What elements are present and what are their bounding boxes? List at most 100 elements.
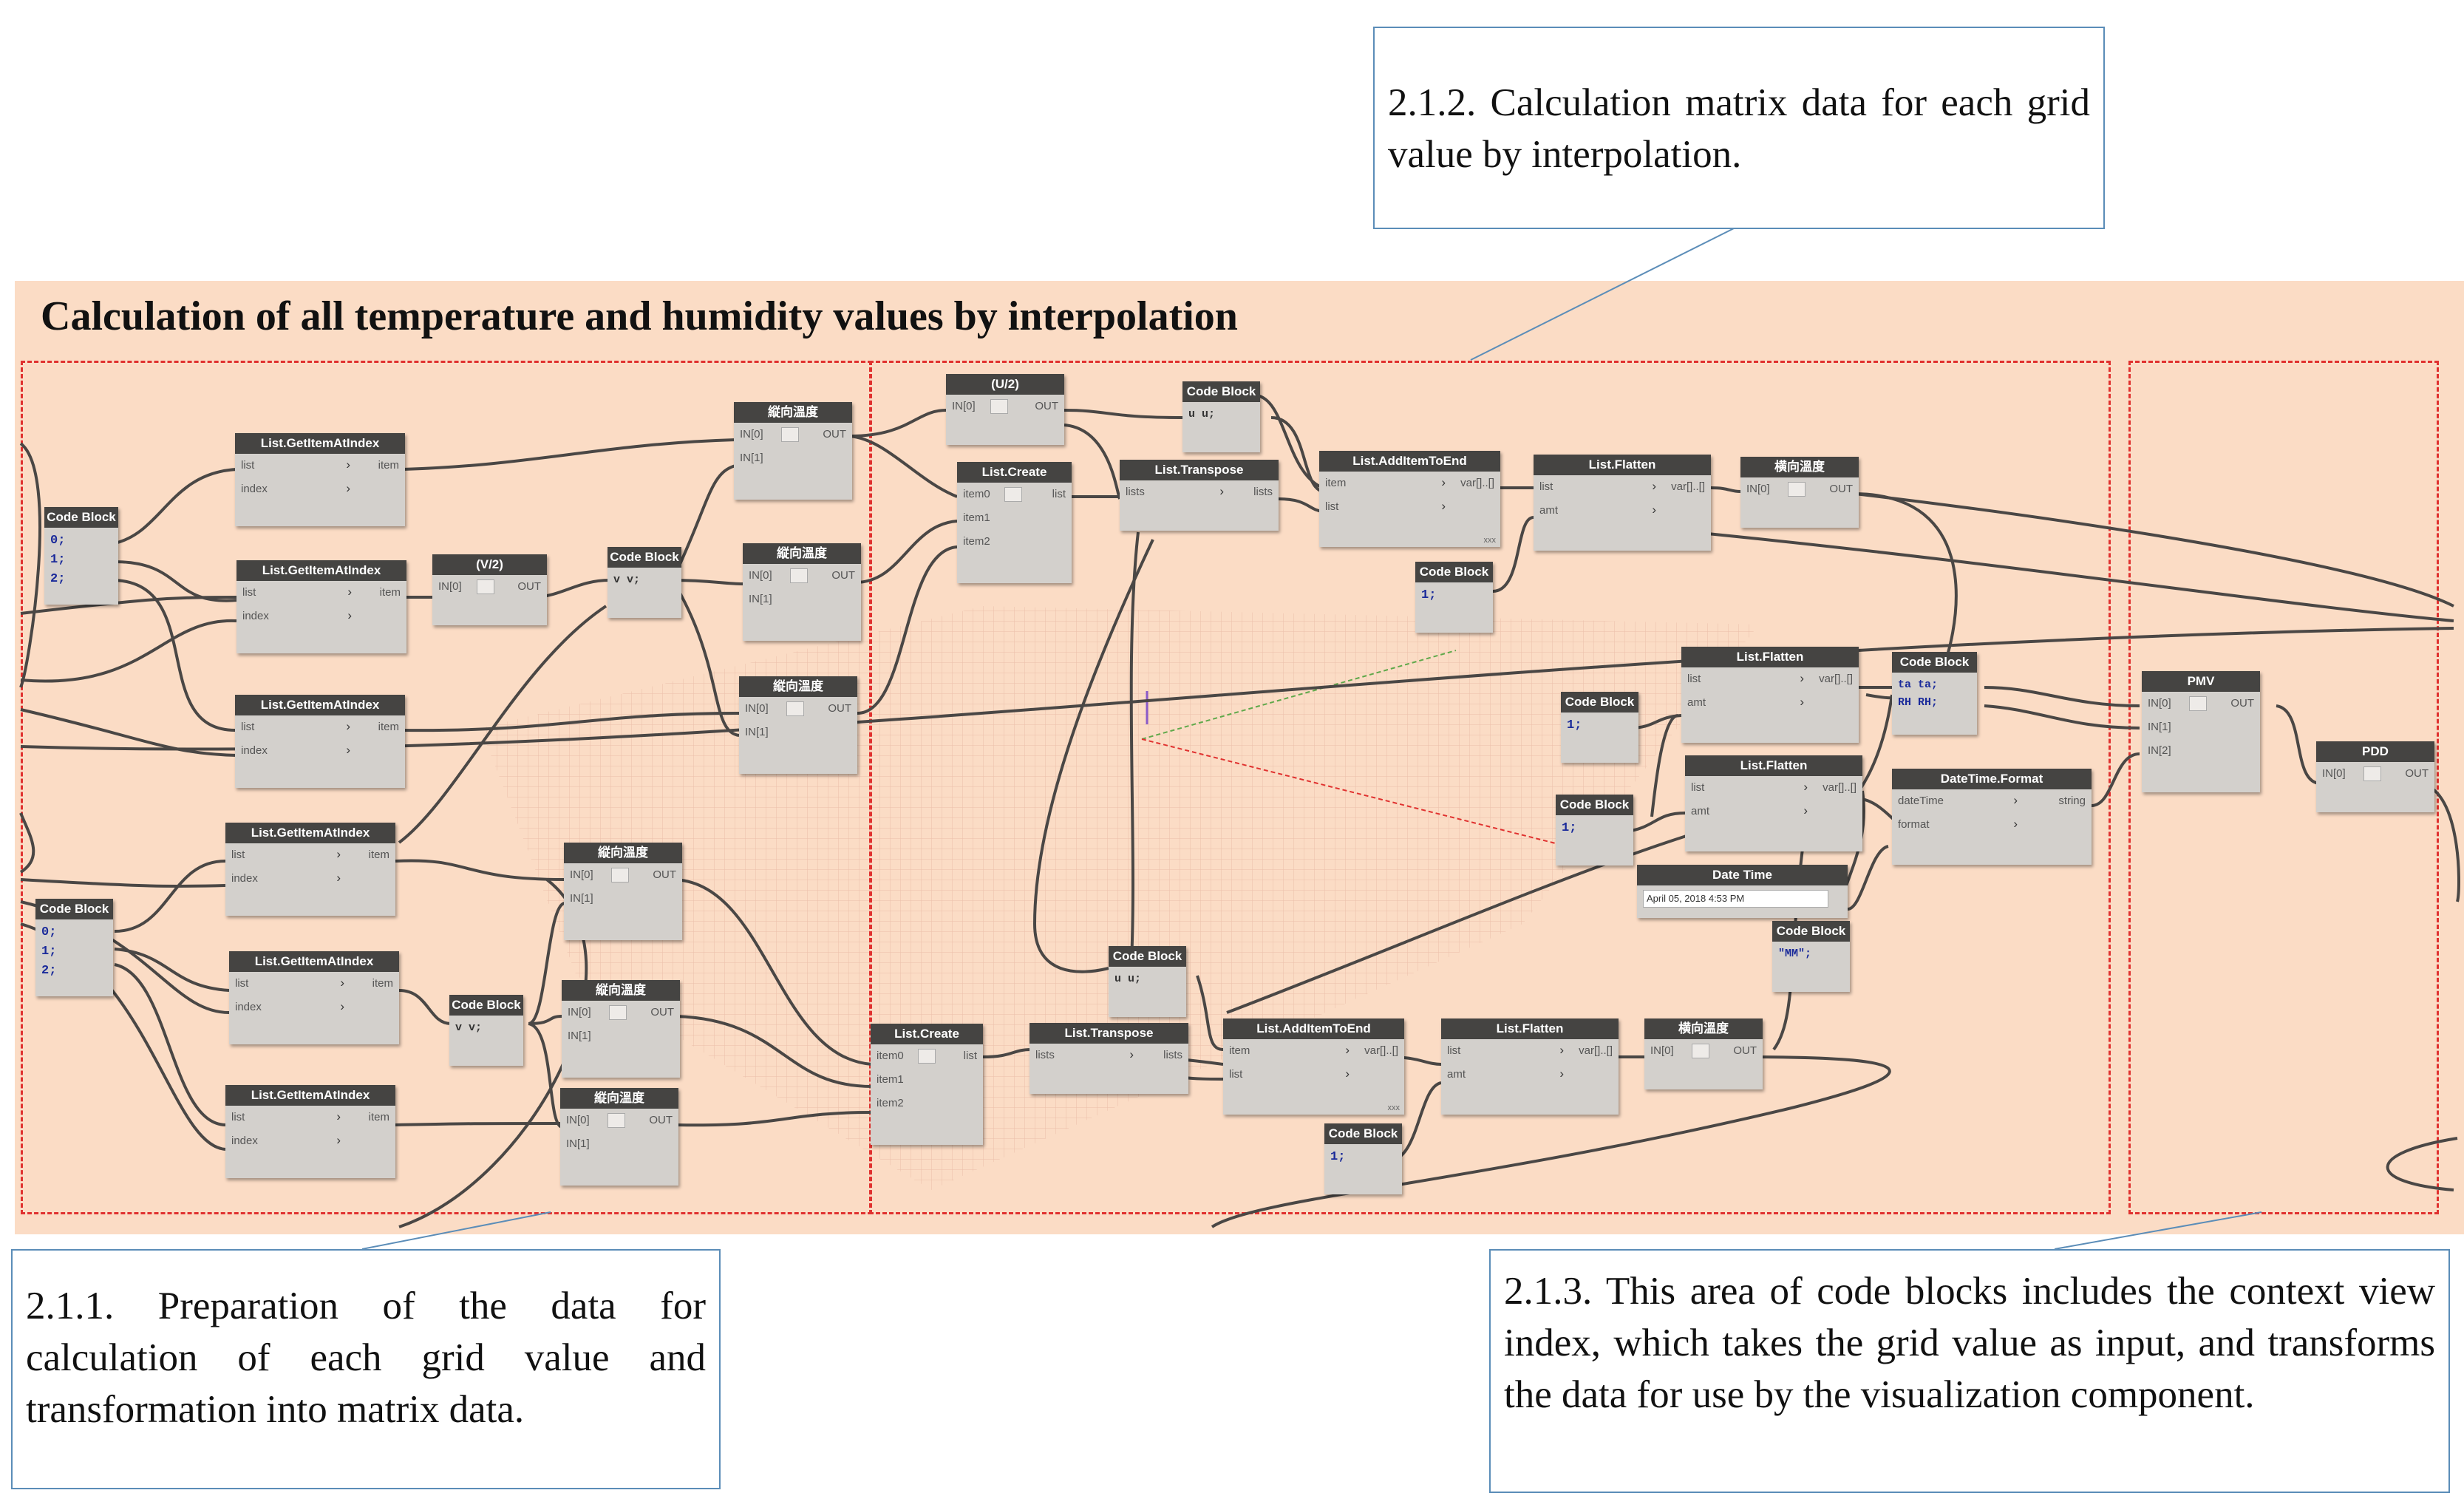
add-input-button[interactable] (2189, 696, 2207, 711)
date-time-node[interactable]: Date Time April 05, 2018 4:53 PM (1637, 865, 1848, 918)
lacing-toggle[interactable] (609, 1005, 627, 1020)
input-port[interactable]: index (242, 610, 269, 622)
output-port[interactable]: var[]..[] (1819, 673, 1853, 685)
input-port[interactable]: amt (1447, 1068, 1466, 1081)
output-port[interactable]: var[]..[] (1364, 1044, 1398, 1057)
input-port[interactable]: index (231, 872, 258, 885)
output-port[interactable]: item (378, 721, 399, 733)
list-getitematindex-node[interactable]: List.GetItemAtIndex list›item index› (235, 433, 405, 526)
lacing-toggle[interactable] (990, 399, 1008, 414)
input-port[interactable]: IN[1] (740, 452, 763, 464)
datetime-format-node[interactable]: DateTime.Format dateTime›string format› (1892, 769, 2092, 865)
vertical-temperature-node[interactable]: 縦向溫度 IN[0]OUT IN[1] (743, 543, 861, 641)
input-port[interactable]: list (241, 721, 255, 733)
output-port[interactable]: var[]..[] (1671, 480, 1705, 493)
vertical-temperature-node[interactable]: 縦向溫度 IN[0]OUT IN[1] (564, 843, 682, 940)
input-port[interactable]: list (1229, 1068, 1243, 1081)
list-getitematindex-node[interactable]: List.GetItemAtIndex list›item index› (235, 695, 405, 788)
output-port[interactable]: var[]..[] (1823, 781, 1856, 794)
code-block-node[interactable]: Code Block 0; 1; 2; (44, 507, 118, 605)
lacing-toggle[interactable] (1692, 1044, 1709, 1058)
list-transpose-node[interactable]: List.Transpose lists›lists (1120, 460, 1279, 531)
input-port[interactable]: list (1447, 1044, 1461, 1057)
input-port[interactable]: IN[1] (570, 892, 593, 905)
input-port[interactable]: list (241, 459, 255, 472)
code-block-node[interactable]: Code Block u u; (1109, 946, 1186, 1017)
list-transpose-node[interactable]: List.Transpose lists›lists (1029, 1023, 1188, 1094)
output-port[interactable]: OUT (1829, 483, 1853, 495)
list-flatten-node[interactable]: List.Flatten list›var[]..[] amt› (1441, 1018, 1619, 1115)
list-additemtoend-node[interactable]: List.AddItemToEnd item›var[]..[] list› x… (1223, 1018, 1404, 1115)
input-port[interactable]: IN[0] (566, 1114, 590, 1126)
vertical-temperature-node[interactable]: 縦向溫度 IN[0]OUT IN[1] (734, 402, 852, 500)
input-port[interactable]: list (231, 1111, 245, 1123)
code-block-node[interactable]: Code Block ta ta; RH RH; (1892, 652, 1977, 735)
input-port[interactable]: dateTime (1898, 795, 1944, 807)
output-port[interactable]: lists (1253, 486, 1273, 498)
lacing-toggle[interactable] (477, 579, 494, 594)
vertical-temperature-node[interactable]: 縦向溫度 IN[0]OUT IN[1] (560, 1088, 678, 1186)
output-port[interactable]: OUT (828, 702, 851, 715)
code-block-node[interactable]: Code Block 1; (1415, 562, 1493, 633)
input-port[interactable]: list (235, 977, 249, 990)
output-port[interactable]: OUT (649, 1114, 673, 1126)
lacing-toggle[interactable] (786, 701, 804, 716)
input-port[interactable]: lists (1126, 486, 1145, 498)
input-port[interactable]: IN[0] (1650, 1044, 1674, 1057)
input-port[interactable]: index (241, 744, 268, 757)
output-port[interactable]: OUT (1035, 400, 1058, 412)
code-block-node[interactable]: Code Block 1; (1561, 692, 1638, 763)
vertical-temperature-node[interactable]: 縦向溫度 IN[0]OUT IN[1] (562, 980, 680, 1078)
list-flatten-node[interactable]: List.Flatten list›var[]..[] amt› (1685, 755, 1862, 851)
add-input-button[interactable] (1004, 487, 1022, 502)
input-port[interactable]: list (1687, 673, 1701, 685)
output-port[interactable]: lists (1163, 1049, 1182, 1061)
input-port[interactable]: item (1325, 477, 1347, 489)
input-port[interactable]: IN[1] (2148, 721, 2171, 733)
input-port[interactable]: IN[1] (568, 1030, 591, 1042)
input-port[interactable]: IN[0] (740, 428, 763, 441)
output-port[interactable]: var[]..[] (1460, 477, 1494, 489)
output-port[interactable]: item (368, 848, 389, 861)
output-port[interactable]: OUT (1733, 1044, 1757, 1057)
output-port[interactable]: string (2058, 795, 2086, 807)
code-block-node[interactable]: Code Block v v; (449, 995, 523, 1066)
input-port[interactable]: amt (1687, 696, 1706, 709)
output-port[interactable]: OUT (653, 868, 676, 881)
input-port[interactable]: item1 (877, 1073, 904, 1086)
list-additemtoend-node[interactable]: List.AddItemToEnd item›var[]..[] list› x… (1319, 451, 1500, 547)
vertical-temperature-node[interactable]: 縦向溫度 IN[0]OUT IN[1] (739, 676, 857, 774)
input-port[interactable]: IN[0] (745, 702, 769, 715)
output-port[interactable]: item (378, 459, 399, 472)
input-port[interactable]: item0 (963, 488, 990, 500)
horizontal-temperature-node[interactable]: 横向溫度 IN[0]OUT (1644, 1018, 1763, 1089)
lacing-toggle[interactable] (608, 1113, 625, 1128)
input-port[interactable]: IN[1] (745, 726, 769, 738)
input-port[interactable]: IN[0] (749, 569, 772, 582)
v-half-node[interactable]: (V/2) IN[0]OUT (432, 554, 547, 625)
input-port[interactable]: IN[1] (749, 593, 772, 605)
input-port[interactable]: IN[0] (438, 580, 462, 593)
input-port[interactable]: index (235, 1001, 262, 1013)
output-port[interactable]: OUT (2230, 697, 2254, 710)
output-port[interactable]: list (1052, 488, 1066, 500)
code-block-node[interactable]: Code Block 1; (1556, 795, 1633, 865)
input-port[interactable]: IN[0] (568, 1006, 591, 1018)
list-getitematindex-node[interactable]: List.GetItemAtIndex list›item index› (229, 951, 399, 1044)
lacing-toggle[interactable] (611, 868, 629, 882)
list-flatten-node[interactable]: List.Flatten list›var[]..[] amt› (1534, 455, 1711, 551)
input-port[interactable]: IN[0] (1746, 483, 1770, 495)
input-port[interactable]: item2 (963, 535, 990, 548)
lacing-toggle[interactable] (790, 568, 808, 583)
list-flatten-node[interactable]: List.Flatten list›var[]..[] amt› (1681, 647, 1859, 743)
input-port[interactable]: IN[0] (2148, 697, 2171, 710)
input-port[interactable]: list (242, 586, 256, 599)
date-time-value[interactable]: April 05, 2018 4:53 PM (1643, 890, 1828, 908)
code-block-node[interactable]: Code Block u u; (1182, 381, 1260, 452)
input-port[interactable]: IN[0] (570, 868, 593, 881)
pmv-node[interactable]: PMV IN[0]OUT IN[1] IN[2] (2142, 671, 2260, 792)
lacing-toggle[interactable] (2363, 766, 2381, 781)
input-port[interactable]: list (231, 848, 245, 861)
input-port[interactable]: format (1898, 818, 1930, 831)
